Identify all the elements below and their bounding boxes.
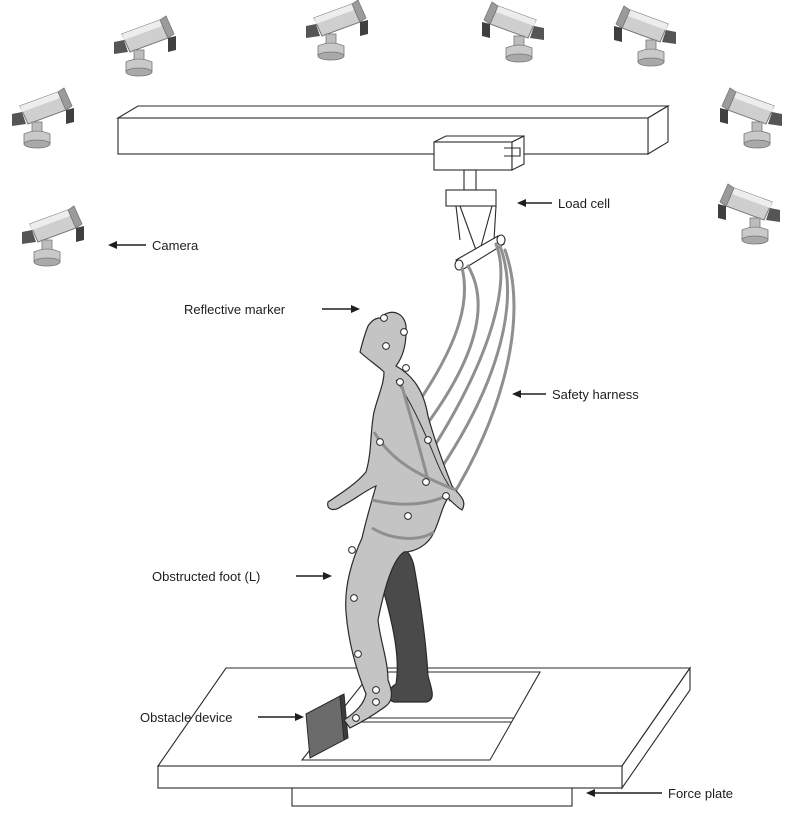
marker-dot [348, 546, 356, 554]
camera-icon [11, 87, 75, 149]
label-obstructed-foot-text: Obstructed foot (L) [152, 569, 260, 584]
camera-icon [482, 2, 544, 62]
label-force-plate-text: Force plate [668, 786, 733, 801]
camera-icon [305, 0, 369, 61]
marker-dot [354, 650, 362, 658]
marker-dot [372, 686, 380, 694]
safety-harness [418, 242, 516, 502]
marker-dot [382, 342, 390, 350]
force-plate [156, 666, 692, 807]
person-figure [327, 311, 465, 729]
label-load-cell-text: Load cell [558, 196, 610, 211]
label-reflective-marker-text: Reflective marker [184, 302, 286, 317]
marker-dot [372, 698, 380, 706]
label-obstacle-device: Obstacle device [140, 710, 304, 725]
camera-icon [720, 88, 782, 148]
marker-dot [400, 328, 408, 336]
load-cell [445, 169, 506, 271]
label-obstructed-foot: Obstructed foot (L) [152, 569, 332, 584]
marker-dot [402, 364, 410, 372]
marker-dot [352, 714, 360, 722]
label-safety-harness-text: Safety harness [552, 387, 639, 402]
camera-icon [21, 205, 85, 267]
marker-dot [396, 378, 404, 386]
label-reflective-marker: Reflective marker [184, 302, 360, 317]
camera-icon [113, 15, 177, 77]
body-silhouette [327, 311, 465, 729]
marker-dot [404, 512, 412, 520]
marker-dot [380, 314, 388, 322]
label-camera: Camera [108, 238, 199, 253]
label-obstacle-device-text: Obstacle device [140, 710, 233, 725]
label-camera-text: Camera [152, 238, 199, 253]
marker-dot [376, 438, 384, 446]
marker-dot [350, 594, 358, 602]
label-load-cell: Load cell [517, 196, 610, 211]
marker-dot [442, 492, 450, 500]
obstacle-device [305, 693, 349, 759]
reflective-markers [348, 314, 450, 722]
overhead-beam [116, 105, 670, 171]
label-force-plate: Force plate [586, 786, 733, 801]
camera-icon [614, 6, 676, 66]
label-safety-harness: Safety harness [512, 387, 639, 402]
camera-icon [718, 184, 780, 244]
right-leg [378, 544, 433, 703]
marker-dot [422, 478, 430, 486]
marker-dot [424, 436, 432, 444]
